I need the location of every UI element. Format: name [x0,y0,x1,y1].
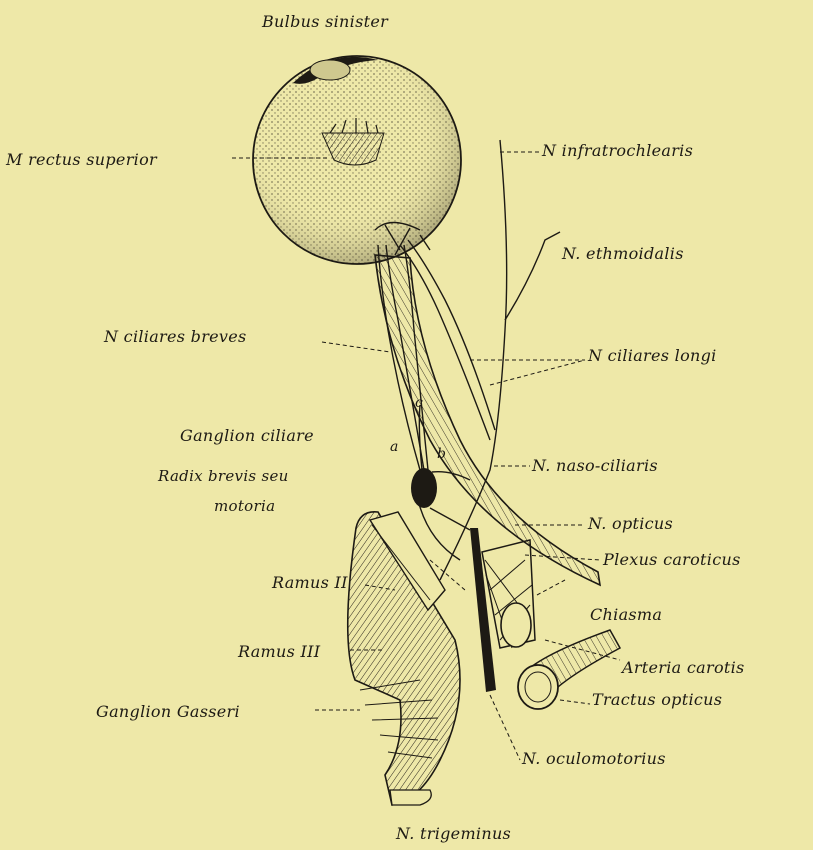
label-plexus-caroticus: Plexus caroticus [603,552,741,568]
label-chiasma: Chiasma [590,607,662,623]
label-ganglion-ciliare: Ganglion ciliare [180,428,314,444]
oculomotor-nerve [470,528,496,692]
label-letter-b: b [437,447,446,461]
label-naso-ciliaris: N. naso-ciliaris [532,458,658,474]
eyeball [253,56,461,264]
label-letter-a: a [390,440,399,454]
trigeminal-ganglion [348,512,460,805]
label-motoria: motoria [214,499,275,514]
label-ciliares-longi: N ciliares longi [588,348,717,364]
label-arteria-carotis: Arteria carotis [622,660,745,676]
label-rectus-superior: M rectus superior [6,152,157,168]
label-ramus-iii: Ramus III [238,644,320,660]
label-opticus: N. opticus [588,516,673,532]
label-bulbus-sinister: Bulbus sinister [262,14,388,30]
label-ciliares-breves: N ciliares breves [104,329,247,345]
label-oculomotorius: N. oculomotorius [522,751,666,767]
label-ganglion-gasseri: Ganglion Gasseri [96,704,240,720]
label-trigeminus: N. trigeminus [396,826,511,842]
label-ramus-ii: Ramus II [272,575,348,591]
label-infratrochlearis: N infratrochlearis [542,143,693,159]
ciliary-ganglion [411,468,437,508]
carotid-plexus [482,540,535,648]
label-radix-brevis: Radix brevis seu [158,469,289,484]
label-ethmoidalis: N. ethmoidalis [562,246,684,262]
label-tractus-opticus: Tractus opticus [592,692,722,708]
label-letter-c: c [415,396,423,410]
